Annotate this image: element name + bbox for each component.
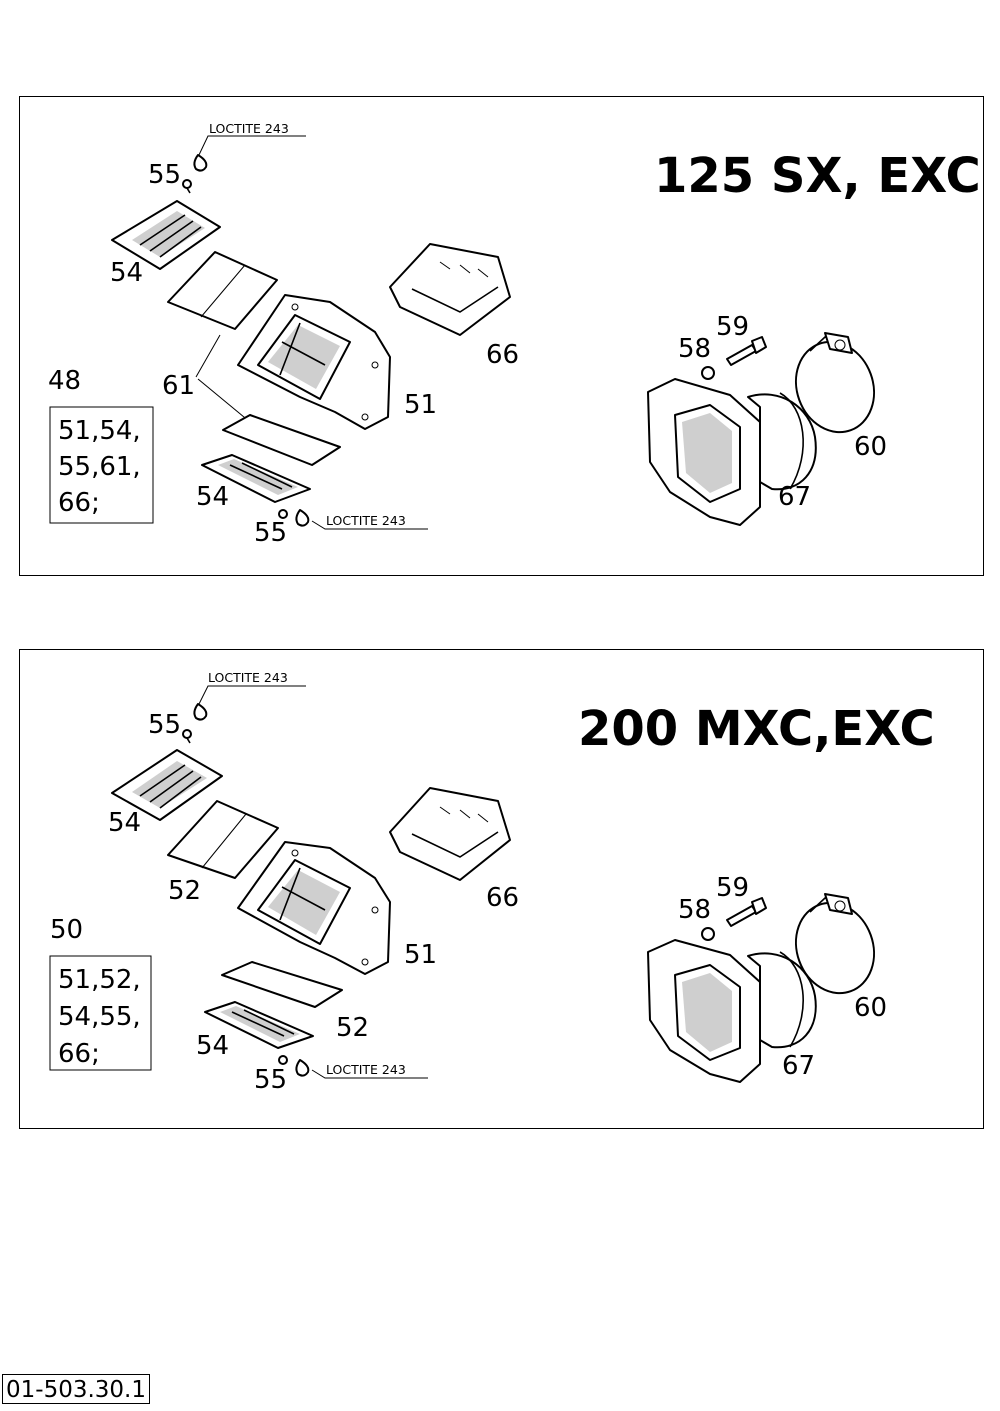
label-reed-block: 51 — [404, 390, 437, 420]
shield-part — [389, 243, 511, 336]
label-bolt: 59 — [716, 312, 749, 342]
label-washer: 58 — [678, 334, 711, 364]
reed-petal-lower-part — [204, 1001, 314, 1049]
loctite-label: LOCTITE 243 — [208, 670, 288, 685]
label-manifold: 67 — [778, 482, 811, 512]
reed-petal-part — [111, 749, 223, 821]
bolt-part — [726, 336, 767, 366]
label-shield: 66 — [486, 883, 519, 913]
kit-line-1: 51,54, — [58, 416, 141, 446]
loctite-label: LOCTITE 243 — [209, 121, 289, 136]
drop-icon — [295, 509, 310, 527]
reed-plate-part — [167, 800, 279, 879]
drop-icon — [193, 154, 208, 172]
kit-line-3: 66; — [58, 488, 100, 518]
hose-clamp-part — [794, 332, 876, 434]
loctite-label-bottom: LOCTITE 243 — [326, 1062, 406, 1077]
label-reed-plate: 52 — [168, 876, 201, 906]
label-screw-top: 55 — [148, 160, 181, 190]
kit-contents-box — [49, 955, 152, 1071]
label-reed-block: 51 — [404, 940, 437, 970]
reed-plate-part — [167, 251, 278, 330]
screw-part — [182, 729, 192, 744]
reed-petal-part — [111, 200, 221, 270]
washer-part — [701, 366, 715, 380]
exploded-view-125: 125 SX, EXC LOCTITE 243 55 54 61 51 — [48, 121, 981, 548]
bolt-part — [726, 897, 767, 927]
label-bolt: 59 — [716, 873, 749, 903]
label-manifold: 67 — [782, 1051, 815, 1081]
label-shield: 66 — [486, 340, 519, 370]
kit-line-2: 54,55, — [58, 1002, 141, 1032]
reed-petal-lower-part — [201, 454, 311, 503]
label-clamp: 60 — [854, 432, 887, 462]
label-reed-plate-bottom: 52 — [336, 1013, 369, 1043]
reed-block-part — [237, 841, 391, 975]
label-reed-petal-bottom: 54 — [196, 482, 229, 512]
kit-line-1: 51,52, — [58, 965, 141, 995]
kit-line-2: 55,61, — [58, 452, 141, 482]
drop-icon — [193, 703, 208, 721]
model-title: 200 MXC,EXC — [578, 701, 935, 757]
loctite-label-bottom: LOCTITE 243 — [326, 513, 406, 528]
shield-part — [389, 787, 511, 881]
drop-icon — [295, 1059, 310, 1077]
loctite-callout-top: LOCTITE 243 — [193, 670, 306, 721]
label-reed-petal-top: 54 — [108, 808, 141, 838]
screw-part — [182, 179, 192, 194]
intake-manifold-part — [647, 939, 817, 1083]
exploded-view-200: 200 MXC,EXC LOCTITE 243 55 54 52 51 — [49, 670, 935, 1095]
label-reed-petal-top: 54 — [110, 258, 143, 288]
label-reed-plate: 61 — [162, 371, 195, 401]
reed-plate-lower-part — [221, 961, 343, 1008]
label-screw-bottom: 55 — [254, 1065, 287, 1095]
label-washer: 58 — [678, 895, 711, 925]
label-clamp: 60 — [854, 993, 887, 1023]
label-reed-petal-bottom: 54 — [196, 1031, 229, 1061]
reed-block-part — [237, 294, 391, 430]
screw-lower-part — [278, 1055, 310, 1077]
hose-clamp-part — [794, 893, 876, 995]
label-screw-bottom: 55 — [254, 518, 287, 548]
washer-part — [701, 927, 715, 941]
kit-number: 48 — [48, 366, 81, 396]
document-code: 01-503.30.1 — [2, 1374, 150, 1404]
label-screw-top: 55 — [148, 710, 181, 740]
intake-manifold-part — [647, 378, 817, 526]
diagram-panel-125: 125 SX, EXC LOCTITE 243 55 54 61 51 — [19, 96, 984, 576]
diagram-panel-200: 200 MXC,EXC LOCTITE 243 55 54 52 51 — [19, 649, 984, 1129]
reed-plate-lower-part — [222, 414, 341, 466]
screw-lower-part — [278, 509, 310, 527]
kit-number: 50 — [50, 915, 83, 945]
kit-contents-box — [49, 406, 154, 524]
loctite-callout-top: LOCTITE 243 — [193, 121, 306, 172]
kit-line-3: 66; — [58, 1039, 100, 1069]
model-title: 125 SX, EXC — [654, 148, 981, 204]
